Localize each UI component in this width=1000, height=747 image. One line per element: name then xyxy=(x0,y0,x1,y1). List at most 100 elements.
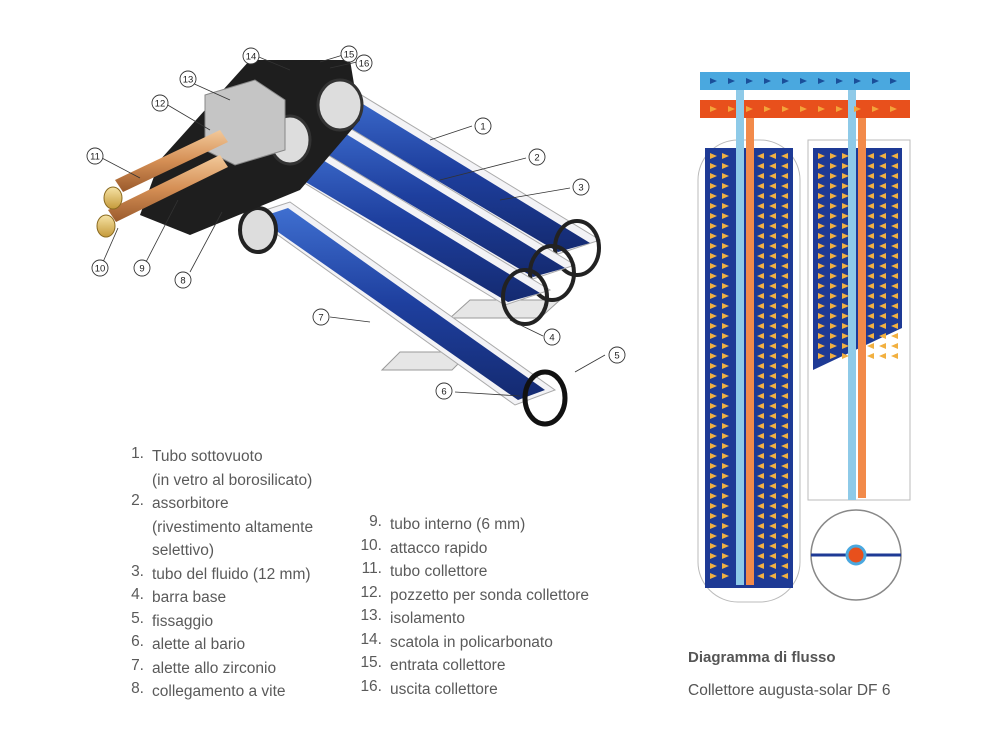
flow-arrow xyxy=(710,106,717,112)
flow-arrow xyxy=(867,193,874,199)
legend-item-text: tubo del fluido (12 mm) xyxy=(152,563,311,587)
flow-arrow xyxy=(781,323,788,329)
flow-arrow xyxy=(867,343,874,349)
flow-arrow xyxy=(757,223,764,229)
flow-arrow xyxy=(879,273,886,279)
hot-riser-long xyxy=(746,118,754,585)
flow-arrow xyxy=(800,106,807,112)
flow-arrow xyxy=(722,373,729,379)
legend-item-6: 6.alette al bario xyxy=(120,633,340,657)
flow-arrow xyxy=(722,523,729,529)
flow-arrow xyxy=(818,303,825,309)
flow-arrow xyxy=(830,323,837,329)
flow-arrow xyxy=(891,193,898,199)
flow-arrow xyxy=(781,163,788,169)
flow-arrow xyxy=(781,183,788,189)
flow-arrow xyxy=(781,203,788,209)
callout-3: 3 xyxy=(578,183,583,194)
flow-arrow xyxy=(842,353,849,359)
legend-item-line: fissaggio xyxy=(152,612,214,630)
flow-arrow xyxy=(710,223,717,229)
flow-arrow xyxy=(769,563,776,569)
flow-arrow xyxy=(854,106,861,112)
flow-arrow xyxy=(710,403,717,409)
flow-arrow xyxy=(710,153,717,159)
legend-item-number: 13. xyxy=(360,607,382,624)
callout-2: 2 xyxy=(534,153,539,164)
flow-arrow xyxy=(867,213,874,219)
flow-arrow xyxy=(842,283,849,289)
flow-arrow xyxy=(710,363,717,369)
flow-arrow xyxy=(710,393,717,399)
flow-arrow xyxy=(769,293,776,299)
legend-item-text: entrata collettore xyxy=(390,657,506,674)
flow-arrow xyxy=(710,78,717,84)
flow-arrow xyxy=(757,423,764,429)
legend-item-text: tubo interno (6 mm) xyxy=(390,516,526,533)
flow-arrow xyxy=(781,223,788,229)
flow-arrow xyxy=(769,503,776,509)
tube-cross-section xyxy=(810,509,902,601)
flow-arrow xyxy=(818,223,825,229)
flow-arrow xyxy=(757,183,764,189)
flow-arrow xyxy=(769,153,776,159)
flow-arrow xyxy=(891,273,898,279)
flow-arrow xyxy=(769,203,776,209)
flow-arrow xyxy=(710,533,717,539)
flow-arrow xyxy=(891,213,898,219)
flow-arrow xyxy=(854,78,861,84)
legend-item-text: fissaggio xyxy=(152,610,213,634)
legend-item-number: 5. xyxy=(131,609,144,627)
flow-arrow xyxy=(722,263,729,269)
flow-arrow xyxy=(818,173,825,179)
flow-arrow xyxy=(818,203,825,209)
flow-arrow xyxy=(891,173,898,179)
flow-arrow xyxy=(867,163,874,169)
flow-arrow xyxy=(781,263,788,269)
legend-item-text: Tubo sottovuoto(in vetro al borosilicato… xyxy=(152,445,312,492)
flow-arrow xyxy=(891,313,898,319)
legend-item-text: attacco rapido xyxy=(390,539,488,557)
flow-arrow xyxy=(867,203,874,209)
flow-arrow xyxy=(722,433,729,439)
flow-arrow xyxy=(757,313,764,319)
flow-arrow xyxy=(830,343,837,349)
flow-arrow xyxy=(830,333,837,339)
flow-arrow xyxy=(830,233,837,239)
flow-arrow xyxy=(722,473,729,479)
flow-arrow xyxy=(879,213,886,219)
flow-arrow xyxy=(769,273,776,279)
cold-riser-long xyxy=(736,90,744,585)
flow-arrow xyxy=(769,263,776,269)
legend-item-number: 11. xyxy=(361,560,382,577)
flow-arrow xyxy=(830,283,837,289)
flow-arrow xyxy=(769,383,776,389)
flow-arrow xyxy=(769,453,776,459)
flow-arrow xyxy=(722,503,729,509)
flow-arrow xyxy=(710,463,717,469)
flow-arrow xyxy=(722,243,729,249)
flow-arrow xyxy=(782,106,789,112)
flow-arrow xyxy=(722,153,729,159)
flow-arrow xyxy=(867,263,874,269)
flow-arrow xyxy=(890,78,897,84)
legend-item-number: 1. xyxy=(131,445,144,462)
flow-arrow xyxy=(769,223,776,229)
flow-arrow xyxy=(879,253,886,259)
flow-arrow xyxy=(879,343,886,349)
legend-item-line: (rivestimento altamente xyxy=(152,518,314,536)
flow-arrow xyxy=(710,263,717,269)
flow-arrow xyxy=(769,493,776,499)
flow-arrow xyxy=(781,213,788,219)
legend-item-number: 8. xyxy=(131,680,144,697)
flow-arrow xyxy=(722,233,729,239)
flow-arrow xyxy=(872,78,879,84)
flow-arrow xyxy=(722,513,729,519)
flow-arrow xyxy=(781,293,788,299)
callout-11: 11 xyxy=(90,152,100,163)
legend-item-number: 6. xyxy=(131,633,144,650)
flow-arrow xyxy=(769,173,776,179)
flow-arrow xyxy=(769,403,776,409)
flow-arrow xyxy=(769,473,776,479)
